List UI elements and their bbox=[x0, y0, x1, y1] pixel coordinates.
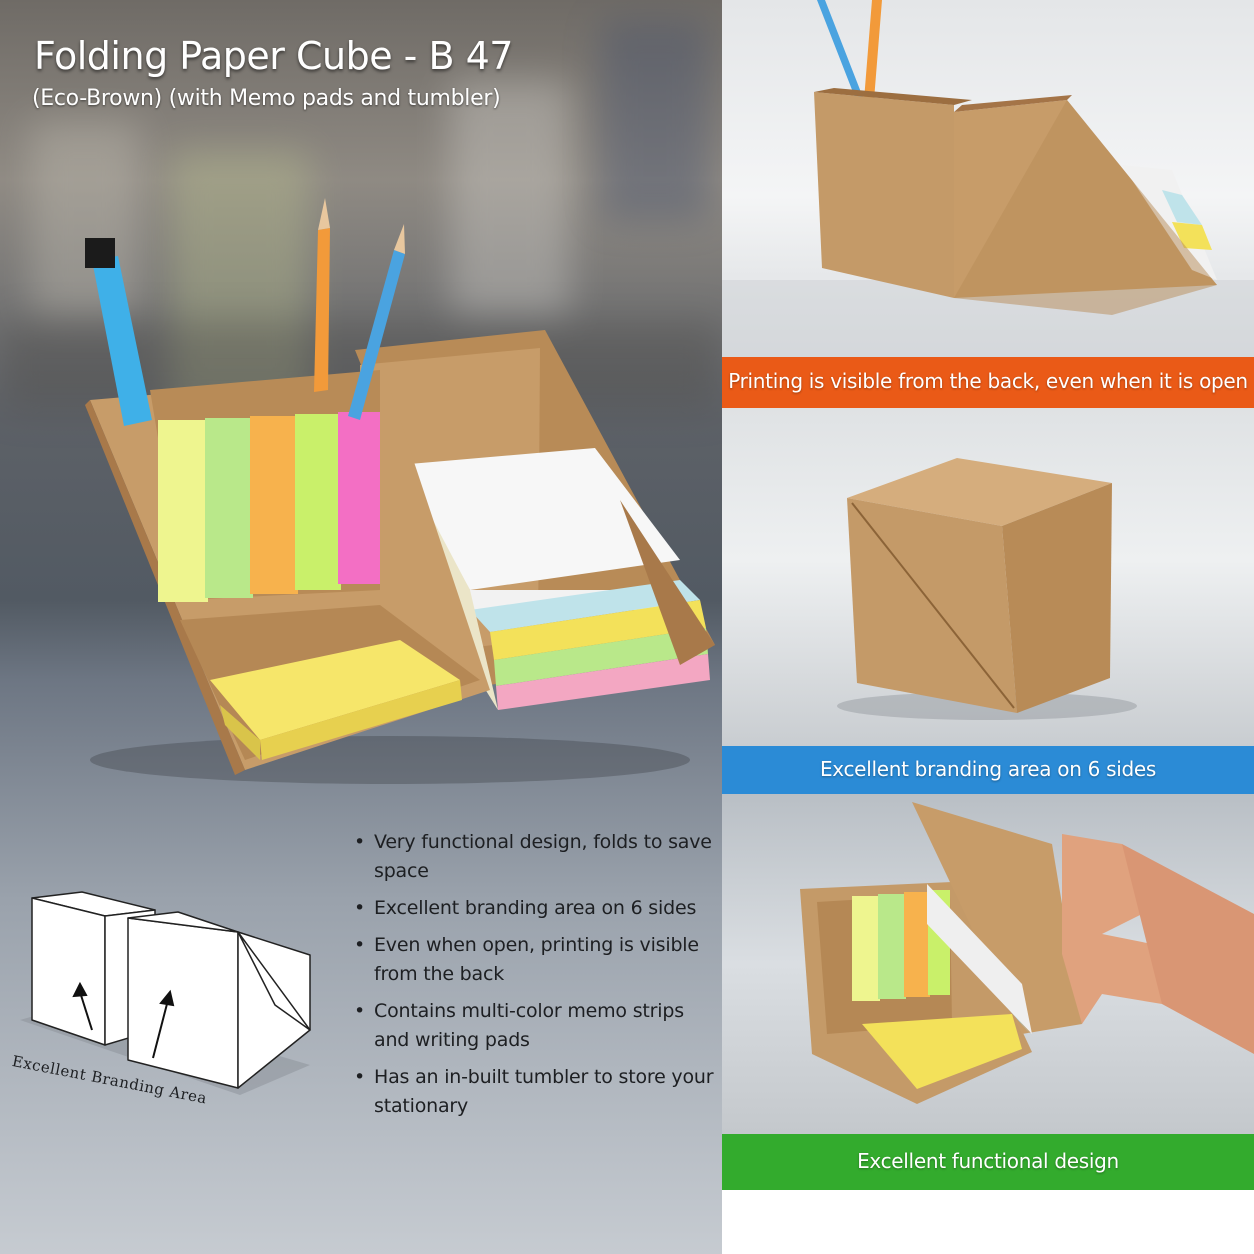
bullet-icon: • bbox=[354, 897, 366, 919]
cube-in-hand-image bbox=[800, 802, 1254, 1104]
background-blur bbox=[450, 80, 570, 320]
caption-banner-branding: Excellent branding area on 6 sides bbox=[722, 746, 1254, 794]
bullet-icon: • bbox=[354, 1066, 366, 1088]
product-hero-image bbox=[85, 198, 715, 784]
background-blur bbox=[170, 150, 310, 410]
product-title: Folding Paper Cube - B 47 bbox=[34, 34, 513, 78]
background-blur bbox=[600, 20, 710, 220]
list-item: •Excellent branding area on 6 sides bbox=[352, 894, 720, 923]
closed-cube-image bbox=[837, 458, 1137, 720]
back-view-photo bbox=[722, 0, 1254, 357]
open-cube-image bbox=[722, 0, 1254, 357]
feature-list: •Very functional design, folds to save s… bbox=[352, 828, 720, 1129]
hero-panel: Folding Paper Cube - B 47 (Eco-Brown) (w… bbox=[0, 0, 722, 1254]
product-subtitle: (Eco-Brown) (with Memo pads and tumbler) bbox=[32, 86, 501, 111]
list-item: •Very functional design, folds to save s… bbox=[352, 828, 720, 886]
list-item: •Even when open, printing is visible fro… bbox=[352, 931, 720, 989]
bullet-icon: • bbox=[354, 1000, 366, 1022]
branding-area-diagram bbox=[20, 891, 311, 1095]
caption-banner-back-print: Printing is visible from the back, even … bbox=[722, 357, 1254, 408]
list-item: •Contains multi-color memo strips and wr… bbox=[352, 997, 720, 1055]
footer-blank bbox=[722, 1190, 1254, 1254]
closed-cube-photo bbox=[722, 408, 1254, 746]
bullet-icon: • bbox=[354, 934, 366, 956]
functional-design-photo bbox=[722, 794, 1254, 1134]
caption-banner-functional: Excellent functional design bbox=[722, 1134, 1254, 1190]
bullet-icon: • bbox=[354, 831, 366, 853]
list-item: •Has an in-built tumbler to store your s… bbox=[352, 1063, 720, 1121]
